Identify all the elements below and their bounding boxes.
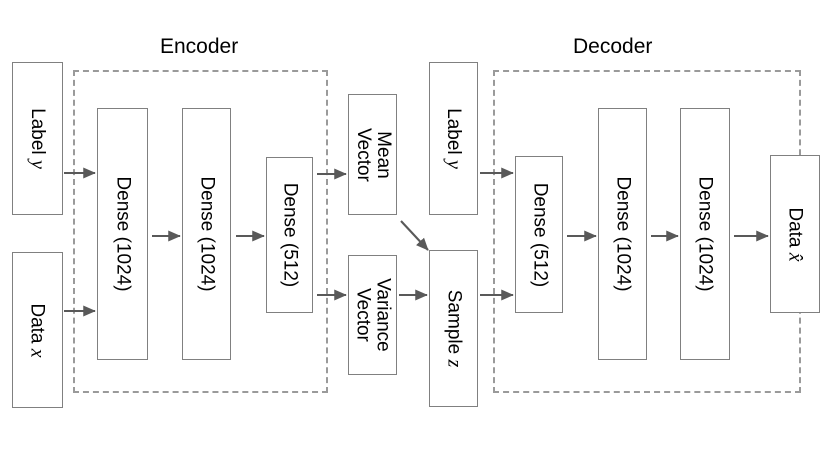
node-decoder-dense-1024-b[interactable]: Dense (1024) (680, 108, 730, 360)
node-input-data[interactable]: Data x (12, 252, 63, 408)
node-decoder-dense-1024-b-label: Dense (1024) (694, 176, 716, 292)
node-output-data-text: Data x̂ (784, 206, 807, 262)
arrow-mean-to-sample (400, 220, 429, 251)
decoder-group-title: Decoder (573, 35, 653, 58)
node-input-data-text: Data x (27, 302, 49, 358)
node-encoder-dense-1024-b-label: Dense (1024) (196, 176, 218, 292)
node-decoder-dense-1024-a[interactable]: Dense (1024) (598, 108, 647, 360)
node-input-label[interactable]: Label y (12, 62, 63, 215)
node-encoder-dense-512[interactable]: Dense (512) (266, 157, 313, 313)
node-encoder-dense-1024-a[interactable]: Dense (1024) (97, 108, 148, 360)
encoder-group-boundary (73, 70, 328, 393)
node-sample-z[interactable]: Sample z (429, 250, 478, 407)
node-decoder-dense-512-label: Dense (512) (528, 182, 550, 287)
encoder-group-title: Encoder (160, 35, 239, 58)
node-decoder-dense-512[interactable]: Dense (512) (515, 156, 563, 313)
node-decoder-label-text: Label y (443, 108, 466, 169)
node-output-data[interactable]: Data x̂ (770, 155, 820, 313)
node-input-label-text: Label y (27, 108, 50, 169)
node-decoder-dense-1024-a-label: Dense (1024) (612, 176, 634, 292)
node-encoder-dense-1024-a-label: Dense (1024) (112, 176, 134, 292)
node-sample-z-text: Sample z (443, 289, 465, 368)
node-encoder-dense-512-label: Dense (512) (279, 182, 301, 288)
node-encoder-dense-1024-b[interactable]: Dense (1024) (182, 108, 231, 360)
node-decoder-label[interactable]: Label y (429, 62, 478, 215)
